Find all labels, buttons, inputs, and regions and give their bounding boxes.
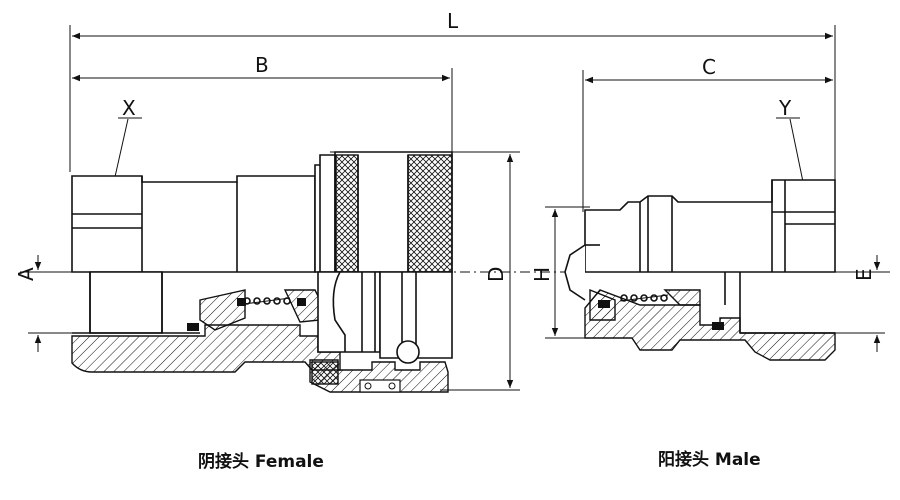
dim-label-D: D	[484, 267, 508, 282]
male-caption: 阳接头 Male	[658, 450, 761, 470]
locking-ball	[396, 340, 420, 364]
dim-label-Y: Y	[778, 96, 792, 120]
female-spring	[243, 297, 291, 305]
dim-label-H: H	[530, 267, 554, 282]
dim-label-L: L	[447, 9, 459, 33]
female-caption: 阴接头 Female	[198, 452, 324, 472]
dim-label-C: C	[702, 55, 716, 79]
male-coupling	[564, 179, 836, 361]
dim-label-X: X	[122, 96, 136, 120]
dim-label-A: A	[14, 267, 38, 281]
male-spring	[619, 294, 669, 302]
female-coupling	[71, 151, 453, 393]
dim-label-B: B	[255, 53, 269, 77]
dim-label-E: E	[852, 268, 876, 281]
